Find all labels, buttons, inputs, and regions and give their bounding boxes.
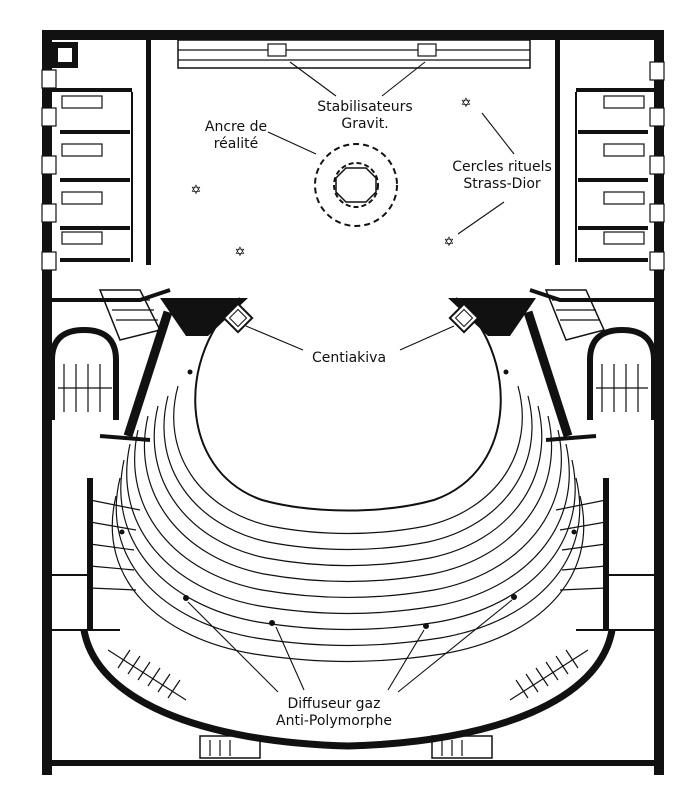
right-stair-tower bbox=[544, 289, 657, 420]
outer-walls bbox=[42, 30, 664, 775]
label-diffuseur-2: Anti-Polymorphe bbox=[276, 713, 392, 729]
left-rear-stair bbox=[117, 649, 181, 699]
label-ancre-1: Ancre de bbox=[205, 119, 267, 135]
label-cercles-1: Cercles rituels bbox=[452, 159, 552, 175]
gas-diffusers bbox=[119, 369, 577, 629]
leader-lines bbox=[187, 61, 515, 693]
reality-anchor bbox=[314, 143, 398, 227]
centiakiva-marker-left bbox=[222, 302, 254, 334]
stage-back-rail bbox=[177, 39, 531, 69]
right-dressing-rooms bbox=[575, 61, 665, 271]
left-stair-tower bbox=[49, 289, 162, 420]
rear-wall bbox=[52, 629, 654, 766]
pit-walls bbox=[99, 310, 597, 442]
right-rear-stair bbox=[515, 649, 579, 699]
label-diffuseur-1: Diffuseur gaz bbox=[288, 696, 381, 712]
side-balconies bbox=[52, 478, 654, 631]
ritual-circle-icon: ✡ bbox=[191, 183, 202, 198]
label-centiakiva: Centiakiva bbox=[312, 350, 386, 366]
ritual-circle-icon: ✡ bbox=[461, 96, 472, 111]
label-cercles-2: Strass-Dior bbox=[463, 176, 541, 192]
auditorium-rows bbox=[111, 297, 585, 663]
label-stabilisateurs-1: Stabilisateurs bbox=[317, 99, 412, 115]
centiakiva-marker-right bbox=[448, 302, 480, 334]
ritual-circle-icon: ✡ bbox=[444, 235, 455, 250]
labels: Stabilisateurs Gravit. Ancre de réalité … bbox=[205, 99, 552, 729]
proscenium bbox=[52, 288, 654, 336]
label-ancre-2: réalité bbox=[214, 136, 259, 152]
label-stabilisateurs-2: Gravit. bbox=[341, 116, 388, 132]
left-dressing-rooms bbox=[41, 69, 133, 271]
ritual-circle-icon: ✡ bbox=[235, 245, 246, 260]
